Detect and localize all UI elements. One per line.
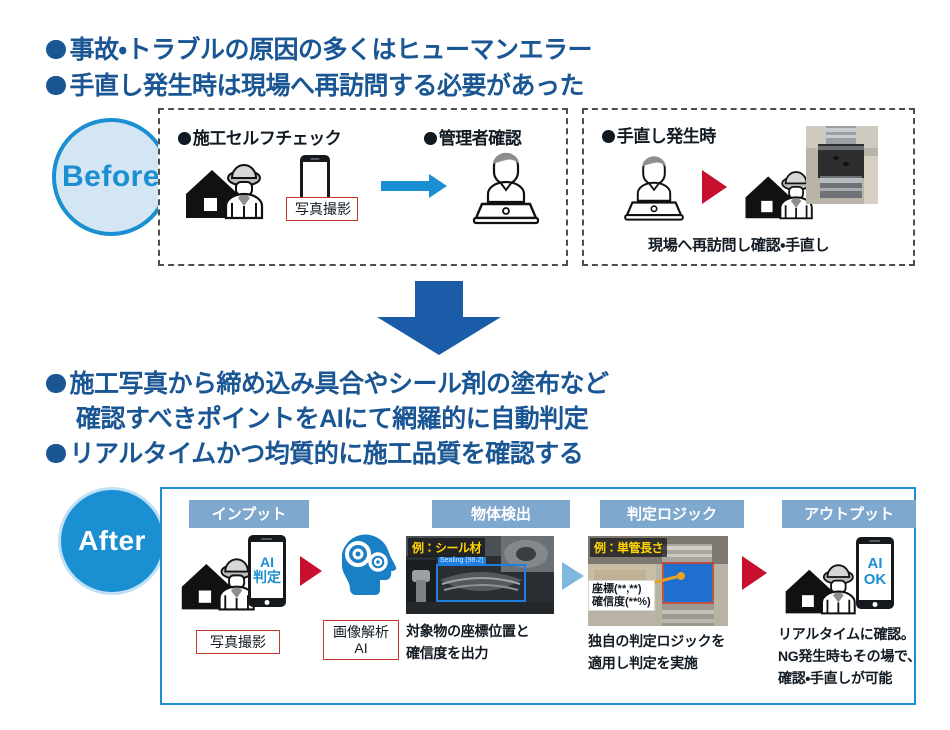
logic-caption-2: 適用し判定を実施 [588,655,698,671]
before-revisit-caption: 現場へ再訪問し確認・手直し [648,237,830,254]
arrow-shaft [381,181,429,191]
smartphone-ai-ok: AI OK [856,537,894,609]
detection-bbox-tag: Sealing (98.2) [438,557,486,564]
arrow-head [562,562,584,590]
arrow-head [429,174,447,198]
pipe-photo-art [806,126,878,204]
before-self-check-title: 施工セルフチェック [178,124,342,149]
bullet-dot-icon [46,443,66,463]
detection-photo: 例：シール材 Sealing (98.2) [406,536,554,614]
ai-brain-head-icon [342,534,397,595]
phone-ai-label-2: AI [867,555,883,573]
phone-speaker-icon [310,158,320,160]
output-caption-1: リアルタイムに確認。 [778,626,915,642]
before-photo-caption: 写真撮影 [286,197,358,222]
headline-after-1: 施工写真から締め込み具合やシール剤の塗布など [46,364,609,400]
red-triangle-arrow-icon-2 [300,556,322,586]
headline-after-2: リアルタイムかつ均質的に施工品質を確認する [46,434,584,470]
after-photo-caption: 写真撮影 [196,630,280,655]
bullet-dot-icon [46,373,66,393]
logic-callout: 座標(**,**) 確信度(**%) [588,580,655,612]
phone-speaker-icon [869,540,881,542]
phone-screen-ai-ok: AI OK [859,544,891,600]
headline-after-1-text: 施工写真から締め込み具合やシール剤の塗布など [69,370,610,398]
headline-before-1-text: 事故・トラブルの原因の多くはヒューマンエラー [69,36,593,64]
worker-with-house-icon-4 [785,564,856,615]
bullet-dot-icon [46,75,66,95]
phone-ai-label: AI [260,554,274,571]
logic-confidence-label: 確信度(**%) [592,595,651,608]
output-caption-2: NG発生時もその場で、 [778,648,921,664]
image-analysis-ai-box: 画像解析 AI [323,620,399,661]
headline-before-1: 事故・トラブルの原因の多くはヒューマンエラー [46,30,593,66]
before-rework-title: 手直し発生時 [602,122,716,147]
pipe-fitting-photo-before [806,126,878,204]
blue-right-arrow-icon-2 [560,562,590,590]
bullet-dot-icon [178,132,191,145]
before-stamp-label: Before [61,160,161,193]
detection-bounding-box: Sealing (98.2) [436,557,526,602]
detection-caption-2: 確信度を出力 [406,645,489,661]
detection-caption-1: 対象物の座標位置と [406,623,530,639]
red-triangle-arrow-icon-3 [742,556,767,590]
worker-with-house-icon-2 [745,171,813,220]
logic-photo-label: 例：単管長さ [590,538,668,557]
phone-screen-ai-judgment: AI 判定 [251,542,283,598]
red-triangle-arrow-icon [702,170,727,204]
logic-coord-label: 座標(**,**) [592,583,642,595]
after-stamp-label: After [78,525,146,556]
worker-with-house-icon-3 [181,558,255,611]
before-stamp: Before [52,118,170,236]
before-manager-check-title-text: 管理者確認 [438,129,522,148]
blue-right-arrow-icon [381,174,447,198]
chip-output: アウトプット [782,500,916,528]
headline-before-2-text: 手直し発生時は現場へ再訪問する必要があった [69,72,585,100]
phone-judgment-label: 判定 [253,569,281,585]
manager-at-laptop-icon [472,152,540,225]
chip-input: インプット [189,500,309,528]
big-down-arrow-icon [377,281,501,355]
bullet-dot-icon [424,132,437,145]
chip-judgment-logic: 判定ロジック [600,500,744,528]
bullet-dot-icon [46,39,66,59]
logic-photo: 例：単管長さ 座標(**,**) 確信度(**%) [588,536,728,626]
phone-speaker-icon [261,538,273,540]
phone-ok-label: OK [863,571,887,588]
headline-after-2-text: リアルタイムかつ均質的に施工品質を確認する [69,440,584,468]
manager-at-laptop-icon-2 [624,156,684,221]
headline-after-1-cont: 確認すべきポイントをAIにて網羅的に自動判定 [76,405,589,433]
chip-object-detection: 物体検出 [432,500,570,528]
image-analysis-label: 画像解析 [333,624,389,640]
before-rework-title-text: 手直し発生時 [616,127,717,146]
before-manager-check-title: 管理者確認 [424,124,522,149]
image-analysis-ai-label: AI [354,640,368,657]
headline-before-2: 手直し発生時は現場へ再訪問する必要があった [46,66,585,102]
output-caption-3: 確認・手直しが可能 [778,670,893,686]
logic-caption-1: 独自の判定ロジックを [588,633,725,649]
worker-with-house-icon [186,164,264,220]
before-self-check-title-text: 施工セルフチェック [192,129,342,148]
detection-photo-label: 例：シール材 [408,538,486,557]
bullet-dot-icon [602,130,615,143]
phone-home-button-icon [872,602,878,607]
after-stamp: After [58,487,166,595]
phone-home-button-icon [264,600,270,605]
smartphone-ai-judgment: AI 判定 [248,535,286,607]
